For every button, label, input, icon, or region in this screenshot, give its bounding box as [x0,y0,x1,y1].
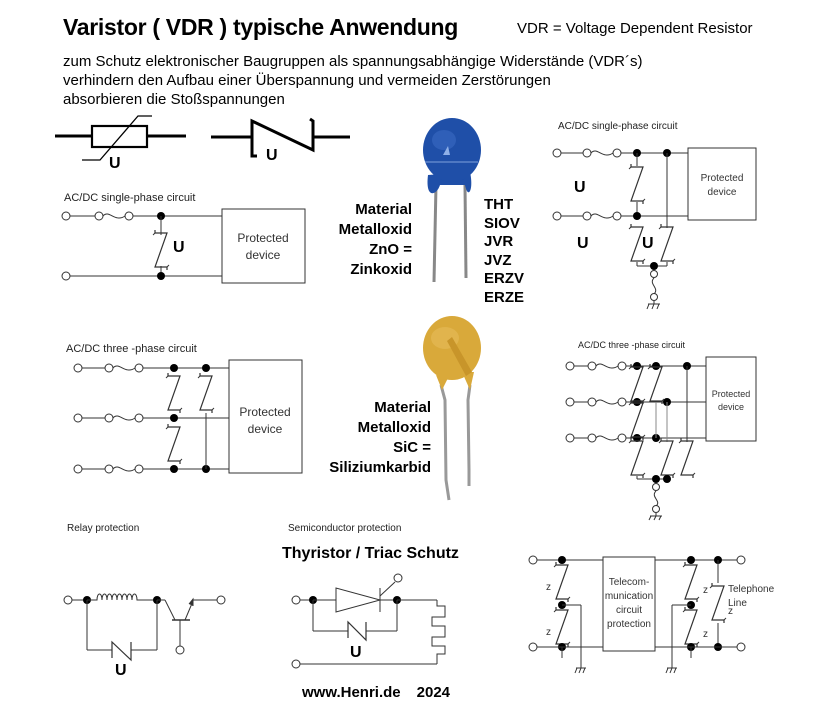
material-line: Metalloxid [357,419,431,436]
protected-device-box [687,147,757,221]
circuit-relay-protection: Relay protection U [63,523,226,679]
circuit-three-phase-right: AC/DC three -phase circuit [565,340,757,521]
circuit-semiconductor-protection: Semiconductor protection U [288,523,446,669]
z-label: z [703,629,708,640]
device-label: Protected [239,405,290,419]
telecom-protection-box [602,556,656,652]
voltage-label: U [577,235,589,252]
z-label: z [728,606,733,617]
intro-line: zum Schutz elektronischer Baugruppen als… [63,53,643,70]
z-label: z [546,582,551,593]
circuit-caption: AC/DC single-phase circuit [64,192,195,204]
box-label: munication [605,591,653,602]
page-title: Varistor ( VDR ) typische Anwendung [63,14,459,40]
circuit-caption: AC/DC three -phase circuit [66,343,197,355]
material-line: SiC = [393,439,431,456]
line-label: Telephone [728,584,775,595]
intro-line: absorbieren die Stoßspannungen [63,91,285,108]
intro-text: zum Schutz elektronischer Baugruppen als… [63,52,643,109]
varistor-label: U [173,239,185,256]
circuit-caption: Semiconductor protection [288,523,401,534]
varistor-photo-blue [423,118,481,283]
varistor-symbol-iec: U [55,115,186,172]
type-item: JVR [484,233,514,250]
material-line: Metalloxid [338,221,412,238]
circuit-three-phase-left: AC/DC three -phase circuit Protected dev… [66,343,303,474]
box-label: Telecom- [609,577,650,588]
material-line: ZnO = [369,241,412,258]
material-line: Zinkoxid [350,261,412,278]
circuit-caption: Relay protection [67,523,139,534]
varistor-symbol-ansi: U [211,117,350,164]
type-item: JVZ [484,251,512,269]
device-label: device [248,422,283,436]
material-line: Siliziumkarbid [329,459,431,476]
circuit-telecom-protection: z z Telecom- munication circuit protecti… [528,555,775,674]
varistor-type-list: THT SIOV JVR JVZ ERZV ERZE [484,196,524,307]
footer-year: 2024 [416,684,451,701]
circuit-single-phase-right: AC/DC single-phase circuit Protected dev… [552,121,757,310]
material-line: Material [355,201,412,218]
varistor-label: U [115,662,127,679]
device-label: Protected [701,173,744,184]
footer-website: www.Henri.de [302,684,401,701]
type-item: ERZV [484,270,525,287]
z-label: z [546,627,551,638]
symbol1-label: U [109,155,121,172]
protected-device-box [228,359,303,474]
type-item: ERZE [484,288,525,306]
material-label-sic: Material Metalloxid SiC = Siliziumkarbid [310,398,431,478]
material-line: Material [374,399,431,416]
intro-line: verhindern den Aufbau einer Überspannung… [63,72,551,89]
type-item: THT [484,196,514,213]
circuit-single-phase-left: AC/DC single-phase circuit U Protected d… [61,192,306,284]
z-label: z [703,585,708,596]
box-label: protection [607,619,651,630]
circuit-caption: AC/DC three -phase circuit [578,340,686,350]
circuit-caption: AC/DC single-phase circuit [558,121,678,132]
device-label: device [708,187,737,198]
page-subtitle: VDR = Voltage Dependent Resistor [517,20,753,37]
box-label: circuit [616,605,642,616]
device-label: Protected [712,389,751,399]
voltage-label: U [574,179,586,196]
voltage-label: U [642,235,654,252]
device-label: Protected [237,231,288,245]
device-label: device [246,248,281,262]
type-item: SIOV [484,214,520,232]
protected-device-box [705,356,757,442]
protected-device-box [221,208,306,284]
thyristor-heading: Thyristor / Triac Schutz [282,545,459,562]
device-label: device [718,402,744,412]
varistor-photo-yellow [423,316,481,501]
line-label: Line [728,598,747,609]
material-label-zno: Material Metalloxid ZnO = Zinkoxid [330,200,412,280]
varistor-label: U [350,644,362,661]
footer: www.Henri.de 2024 [302,684,450,701]
symbol2-label: U [266,147,278,164]
